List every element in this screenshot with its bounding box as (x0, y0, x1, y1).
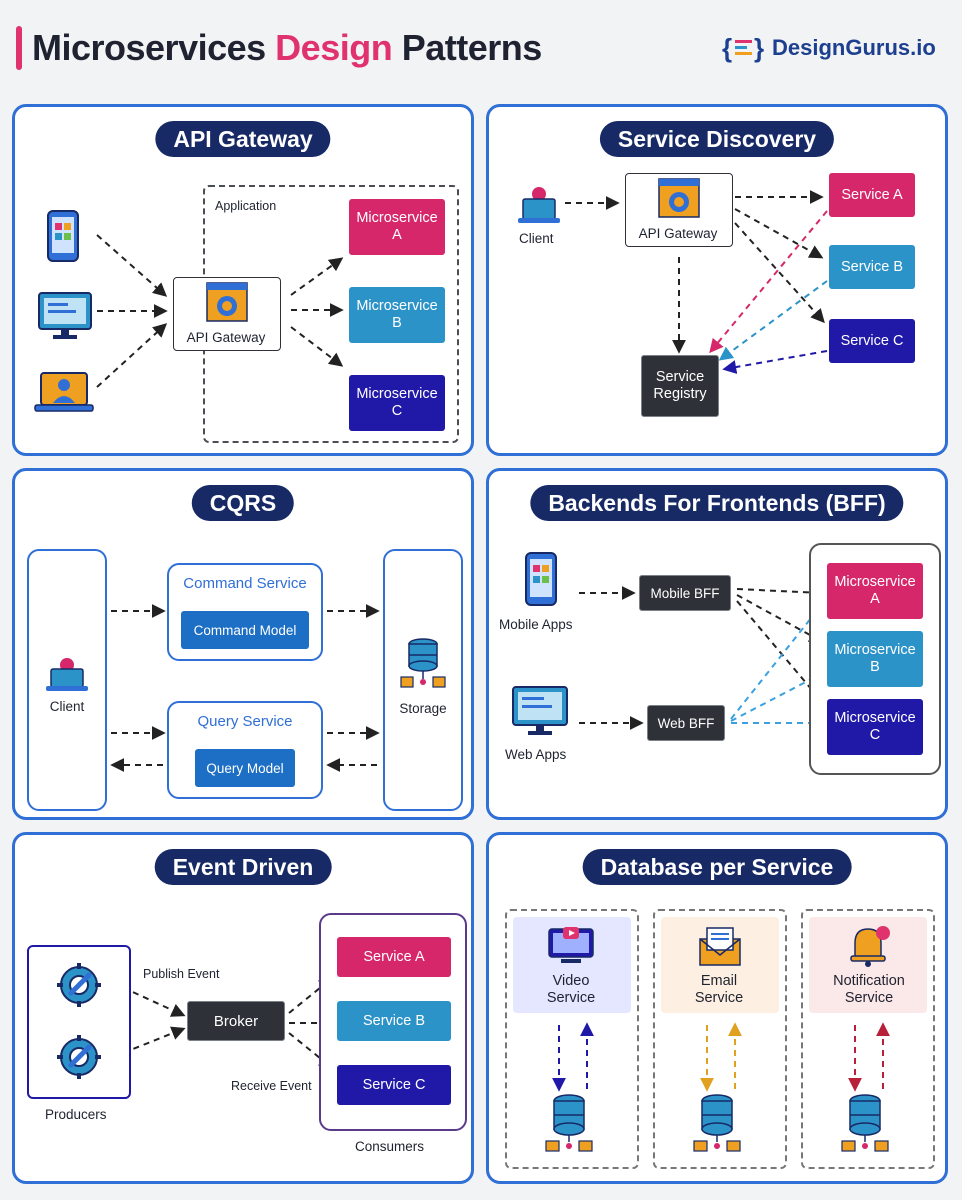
panel-title-cqrs: CQRS (191, 485, 295, 521)
panel-service-discovery: Service Discovery Client (486, 104, 948, 456)
panel-title-service-discovery: Service Discovery (599, 121, 835, 157)
api-gateway-label: API Gateway (186, 330, 266, 345)
bff-microservice-a[interactable]: Microservice A (827, 563, 923, 619)
title-accent: Design (275, 27, 393, 68)
panel-title-api-gateway: API Gateway (155, 121, 331, 157)
cqrs-client-icon (46, 658, 88, 691)
application-label: Application (215, 199, 277, 213)
ed-service-c[interactable]: Service C (337, 1065, 451, 1105)
panel-bff: Backends For Frontends (BFF) Mobile Apps (486, 468, 948, 820)
laptop-user-icon (34, 372, 94, 412)
broker[interactable]: Broker (187, 1001, 285, 1041)
cqrs-client-label: Client (49, 699, 85, 714)
title-main: Microservices (32, 27, 266, 68)
email-service-label: Email Service (694, 973, 744, 1006)
client-label: Client (519, 231, 554, 246)
video-service-column (505, 909, 639, 1169)
notification-service-column (801, 909, 935, 1169)
ed-service-b[interactable]: Service B (337, 1001, 451, 1041)
bff-microservice-b[interactable]: Microservice B (827, 631, 923, 687)
panel-cqrs: CQRS Client Command Service Command Mode… (12, 468, 474, 820)
notification-bell-icon (850, 926, 890, 967)
sd-service-c[interactable]: Service C (829, 319, 915, 363)
ed-service-a[interactable]: Service A (337, 937, 451, 977)
command-model[interactable]: Command Model (181, 611, 309, 649)
email-envelope-icon (699, 927, 741, 966)
microservice-b[interactable]: Microservice B (349, 287, 445, 343)
notification-database-icon (841, 1094, 889, 1152)
sd-service-a[interactable]: Service A (829, 173, 915, 217)
brand-name: DesignGurus.io (772, 35, 936, 60)
web-bff[interactable]: Web BFF (647, 705, 725, 741)
sd-service-b[interactable]: Service B (829, 245, 915, 289)
email-service-column (653, 909, 787, 1169)
panel-api-gateway: API Gateway Application (12, 104, 474, 456)
video-service-label: Video Service (546, 973, 596, 1006)
web-apps-icon (512, 686, 568, 735)
sd-api-gateway-node[interactable]: API Gateway (625, 173, 733, 247)
title-end: Patterns (401, 27, 543, 68)
mobile-apps-label: Mobile Apps (499, 617, 573, 632)
receive-event-label: Receive Event (231, 1079, 312, 1093)
client-laptop-icon (518, 187, 560, 223)
web-apps-label: Web Apps (505, 747, 567, 762)
panel-event-driven: Event Driven Producers Publish Event Rec… (12, 832, 474, 1184)
api-gateway-node[interactable]: API Gateway (173, 277, 281, 351)
bff-microservice-c[interactable]: Microservice C (827, 699, 923, 755)
brand-logo-icon: { } (722, 33, 764, 63)
microservice-c[interactable]: Microservice C (349, 375, 445, 431)
panel-title-event-driven: Event Driven (154, 849, 332, 885)
page-title: Microservices Design Patterns (32, 26, 542, 70)
producers-label: Producers (45, 1107, 107, 1122)
panel-title-database-per-service: Database per Service (582, 849, 852, 885)
command-service-label: Command Service (183, 575, 307, 592)
mobile-phone-icon (47, 210, 79, 262)
storage-label: Storage (399, 701, 447, 716)
microservice-a[interactable]: Microservice A (349, 199, 445, 255)
svg-text:}: } (754, 33, 764, 63)
query-model[interactable]: Query Model (195, 749, 295, 787)
mobile-bff[interactable]: Mobile BFF (639, 575, 731, 611)
desktop-monitor-icon (38, 292, 92, 339)
gateway-gear-icon (206, 282, 248, 322)
sd-api-gateway-label: API Gateway (638, 226, 718, 241)
svg-text:{: { (722, 33, 732, 63)
producer-gear-wrench-icon (57, 963, 101, 1007)
video-player-icon (548, 927, 594, 963)
panel-title-bff: Backends For Frontends (BFF) (530, 485, 904, 521)
publish-event-label: Publish Event (143, 967, 220, 981)
header: Microservices Design Patterns { } Design… (0, 0, 962, 96)
mobile-apps-icon (525, 552, 557, 606)
storage-database-icon (400, 638, 446, 688)
video-database-icon (545, 1094, 593, 1152)
email-database-icon (693, 1094, 741, 1152)
consumers-label: Consumers (355, 1139, 425, 1154)
brand[interactable]: { } DesignGurus.io (722, 30, 936, 66)
title-accent-bar (16, 26, 22, 70)
notification-service-label: Notification Service (833, 973, 905, 1006)
service-registry[interactable]: Service Registry (641, 355, 719, 417)
producer-gear-wrench-icon (57, 1035, 101, 1079)
gateway-gear-icon (658, 178, 700, 218)
query-service-label: Query Service (197, 713, 293, 730)
panel-database-per-service: Database per Service Video Service (486, 832, 948, 1184)
